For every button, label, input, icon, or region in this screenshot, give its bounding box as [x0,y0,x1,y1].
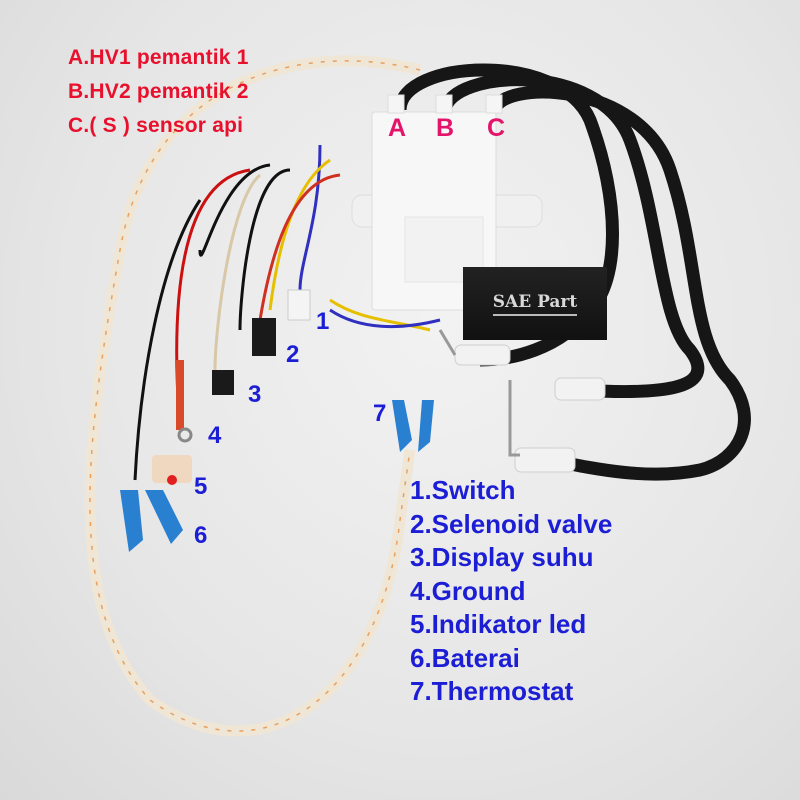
legend-item-thermostat: 7.Thermostat [410,676,574,706]
callout-6: 6 [194,522,208,549]
legend-item-solenoid: 2.Selenoid valve [410,508,613,539]
callout-5: 5 [194,473,208,500]
connector-3 [212,370,234,395]
callout-1: 1 [316,308,330,335]
hv-cables [393,63,751,481]
port-label-a: A [388,114,407,142]
legend-item-ground: 4.Ground [410,575,526,606]
callout-3: 3 [248,381,262,408]
port-label-c: C [487,114,506,142]
watermark-logo: SAE Part [463,267,607,340]
callout-2: 2 [286,341,300,368]
legend-item-display: 3.Display suhu [410,542,594,572]
legend-item-battery: 6.Baterai [410,642,520,673]
battery-terminals [120,490,183,552]
connector-1 [287,289,311,321]
thermostat-terminals [392,400,434,452]
legend-hv1: A.HV1 pemantik 1 [68,46,249,69]
legend-sensor: C.( S ) sensor api [68,114,244,137]
port-label-b: B [436,114,455,142]
legend-hv2: B.HV2 pemantik 2 [68,80,249,103]
connector-2 [252,318,276,356]
led-holder [152,455,192,483]
legend-item-switch: 1.Switch [410,475,516,505]
legend-item-led: 5.Indikator led [410,609,587,639]
legend-list: 1.Switch 2.Selenoid valve 3.Display suhu… [410,474,612,709]
callout-7: 7 [373,400,387,427]
callout-4: 4 [208,422,222,449]
